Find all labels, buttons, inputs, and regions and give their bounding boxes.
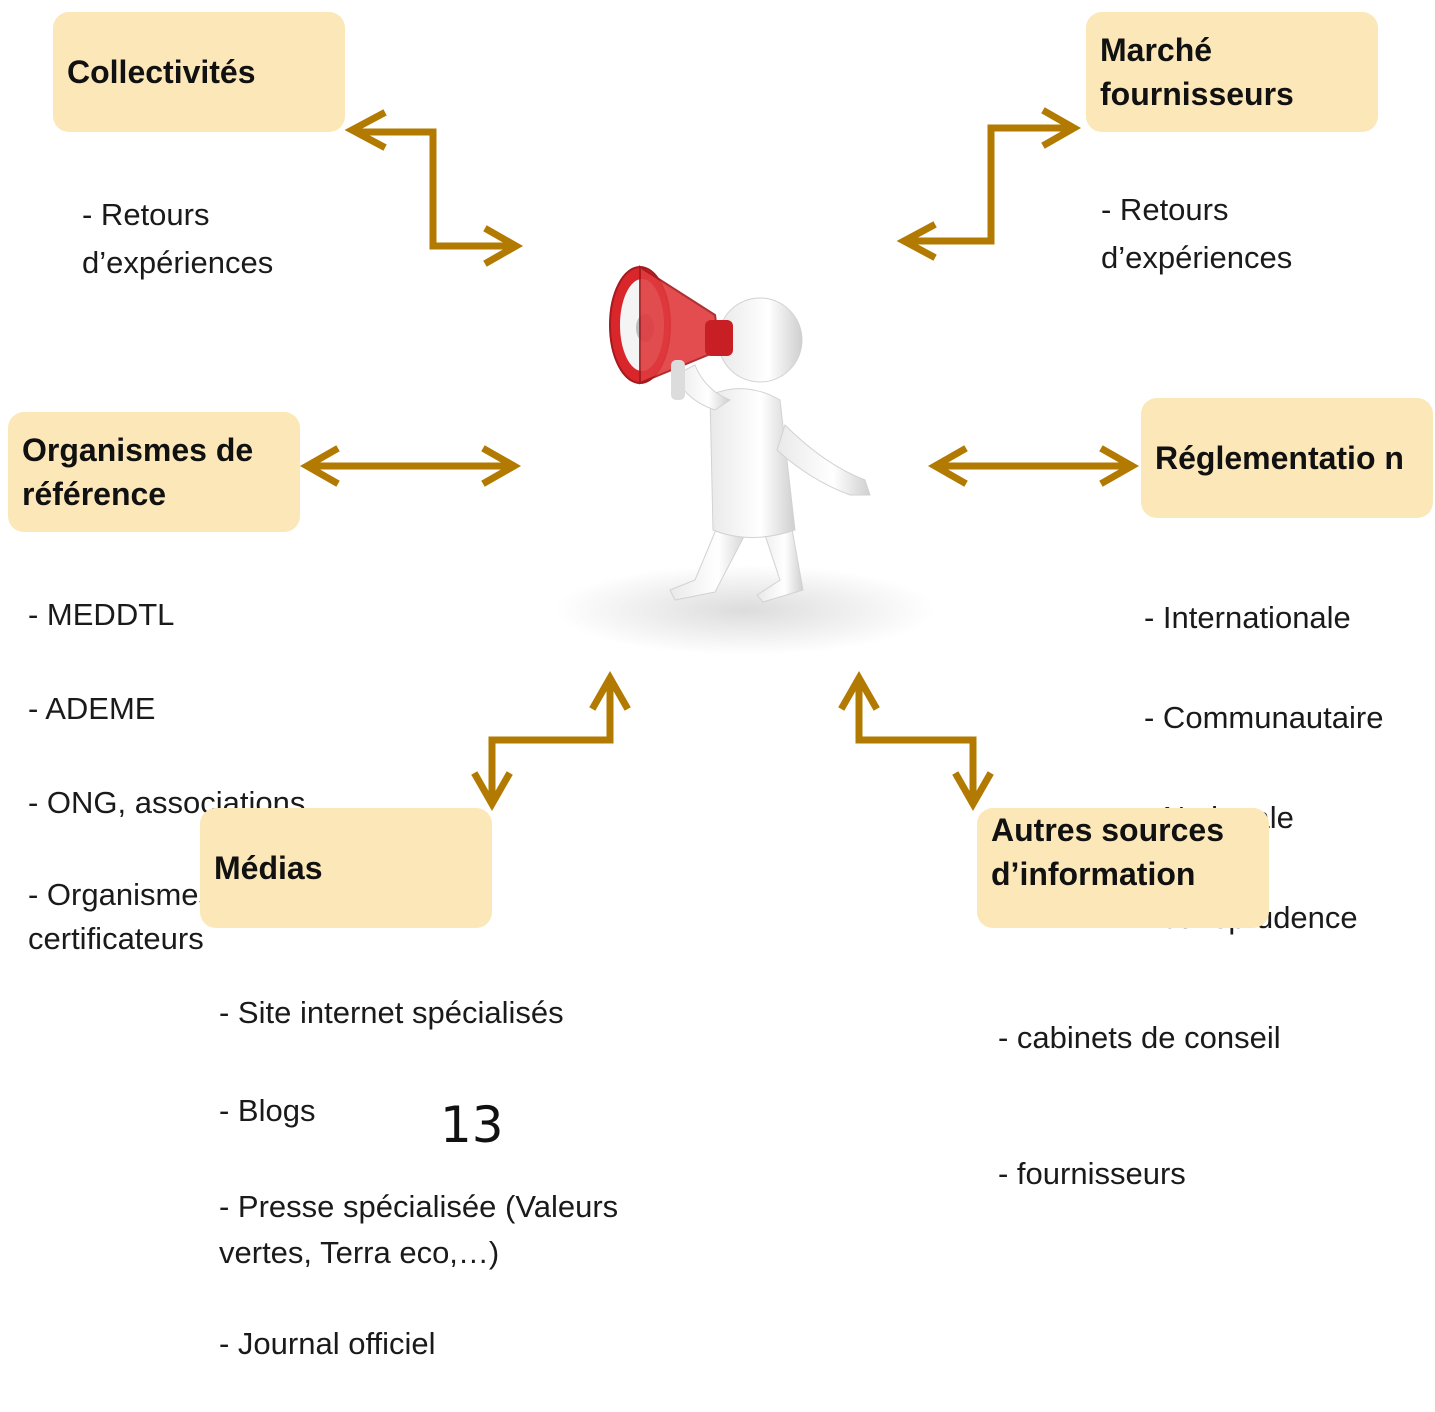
node-title: Marché fournisseurs (1100, 32, 1294, 112)
node-medias-list: - Site internet spécialisés - Blogs - Pr… (219, 939, 719, 1412)
list-item: - Organismes certificateurs (28, 877, 215, 956)
list-item: - Communautaire (1144, 700, 1384, 735)
node-collectivites: Collectivités (53, 12, 345, 132)
node-title: Médias (214, 850, 323, 886)
arrow-organismes (299, 445, 522, 487)
node-marche-list: - Retours d’expériences (1101, 138, 1361, 330)
arrow-autres (838, 670, 994, 812)
arrow-marche (896, 107, 1082, 261)
connector-arrows (299, 107, 1140, 812)
list-item: - MEDDTL (28, 597, 175, 632)
list-item: - ADEME (28, 691, 156, 726)
list-item: - fournisseurs (998, 1156, 1186, 1191)
list-item: - Blogs (219, 1093, 316, 1128)
list-item: - cabinets de conseil (998, 1020, 1281, 1055)
list-item: - Presse spécialisée (Valeurs vertes, Te… (219, 1189, 619, 1270)
node-collectivites-list: - Retours d’expériences (82, 143, 362, 335)
arrow-collectivites (344, 109, 524, 267)
node-autres: Autres sources d’information (977, 808, 1269, 928)
arrow-reglementation (927, 445, 1140, 487)
list-item: - Retours d’expériences (82, 197, 274, 280)
node-organismes: Organismes de référence (8, 412, 300, 532)
node-marche: Marché fournisseurs (1086, 12, 1378, 132)
node-medias: Médias (200, 808, 492, 928)
page-number: 13 (440, 1096, 504, 1154)
list-item: - Site internet spécialisés (219, 995, 564, 1030)
person-with-megaphone-icon (545, 250, 935, 660)
list-item: - Internationale (1144, 600, 1351, 635)
node-organismes-list: - MEDDTL - ADEME - ONG, associations - O… (28, 544, 388, 1008)
node-title: Autres sources d’information (991, 812, 1224, 892)
node-autres-list: - cabinets de conseil - fournisseurs (998, 936, 1398, 1276)
node-title: Collectivités (67, 54, 256, 90)
list-item: - Retours d’expériences (1101, 192, 1293, 275)
node-title: Réglementatio n (1155, 440, 1404, 476)
arrow-medias (471, 670, 631, 812)
list-item: - Journal officiel (219, 1326, 436, 1361)
node-title: Organismes de référence (22, 432, 254, 512)
node-reglementation: Réglementatio n (1141, 398, 1433, 518)
